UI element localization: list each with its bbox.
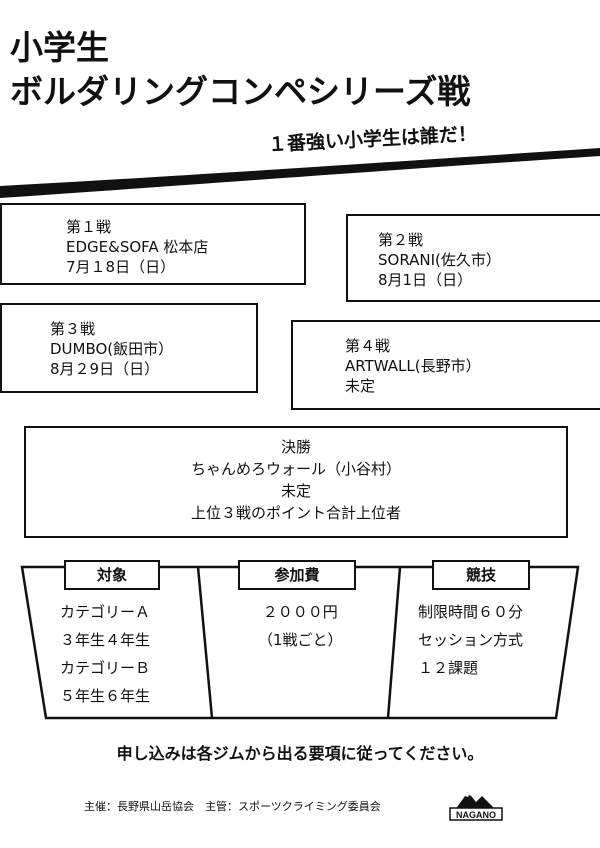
round-2-box: 第２戦 SORANI(佐久市） 8月1日（日）	[346, 214, 600, 302]
round-2-date: 8月1日（日）	[378, 271, 473, 289]
competition-line-2: セッション方式	[418, 631, 524, 649]
round-4-venue: ARTWALL(長野市）	[345, 357, 481, 375]
title-line-2: ボルダリングコンペシリーズ戦	[10, 72, 471, 111]
fee-column: ２０００円 （1戦ごと）	[258, 598, 343, 654]
final-label: 決勝	[280, 438, 311, 456]
title-line-1: 小学生	[10, 28, 109, 67]
competition-heading: 競技	[432, 560, 530, 590]
target-heading: 対象	[64, 560, 160, 590]
round-4-box: 第４戦 ARTWALL(長野市） 未定	[291, 320, 600, 410]
target-column: カテゴリーＡ ３年生４年生 カテゴリーＢ ５年生６年生	[60, 598, 150, 710]
fee-heading: 参加費	[238, 560, 356, 590]
fee-line-1: ２０００円	[262, 603, 338, 621]
round-1-venue: EDGE&SOFA 松本店	[66, 238, 209, 256]
title-swoosh-shape	[0, 148, 600, 198]
fee-line-2: （1戦ごと）	[258, 631, 343, 649]
final-venue: ちゃんめろウォール（小谷村）	[190, 460, 401, 478]
target-line-2: ３年生４年生	[60, 631, 151, 649]
final-condition: 上位３戦のポイント合計上位者	[190, 504, 401, 522]
round-3-venue: DUMBO(飯田市）	[50, 340, 174, 358]
mountain-logo-icon: NAGANO	[449, 792, 503, 821]
round-3-label: 第３戦	[50, 320, 96, 338]
target-line-3: カテゴリーＢ	[60, 659, 151, 677]
organizer-footer: 主催：長野県山岳協会 主管：スポーツクライミング委員会	[84, 800, 381, 813]
competition-column: 制限時間６０分 セッション方式 １２課題	[418, 598, 523, 682]
competition-line-3: １２課題	[418, 659, 479, 677]
round-4-date: 未定	[345, 377, 376, 395]
final-date: 未定	[280, 482, 311, 500]
round-2-venue: SORANI(佐久市）	[378, 251, 501, 269]
round-3-date: 8月２9日（日）	[50, 360, 160, 378]
round-3-box: 第３戦 DUMBO(飯田市） 8月２9日（日）	[0, 303, 258, 393]
final-box: 決勝 ちゃんめろウォール（小谷村） 未定 上位３戦のポイント合計上位者	[24, 426, 568, 538]
round-4-label: 第４戦	[345, 337, 391, 355]
round-1-label: 第１戦	[66, 218, 112, 236]
logo-text: NAGANO	[456, 810, 496, 820]
round-1-date: 7月１8日（日）	[66, 258, 176, 276]
application-notice: 申し込みは各ジムから出る要項に従ってください。	[116, 744, 484, 763]
target-line-1: カテゴリーＡ	[60, 603, 151, 621]
competition-line-1: 制限時間６０分	[418, 603, 524, 621]
target-line-4: ５年生６年生	[60, 687, 151, 705]
round-2-label: 第２戦	[378, 231, 424, 249]
round-1-box: 第１戦 EDGE&SOFA 松本店 7月１8日（日）	[0, 203, 306, 285]
